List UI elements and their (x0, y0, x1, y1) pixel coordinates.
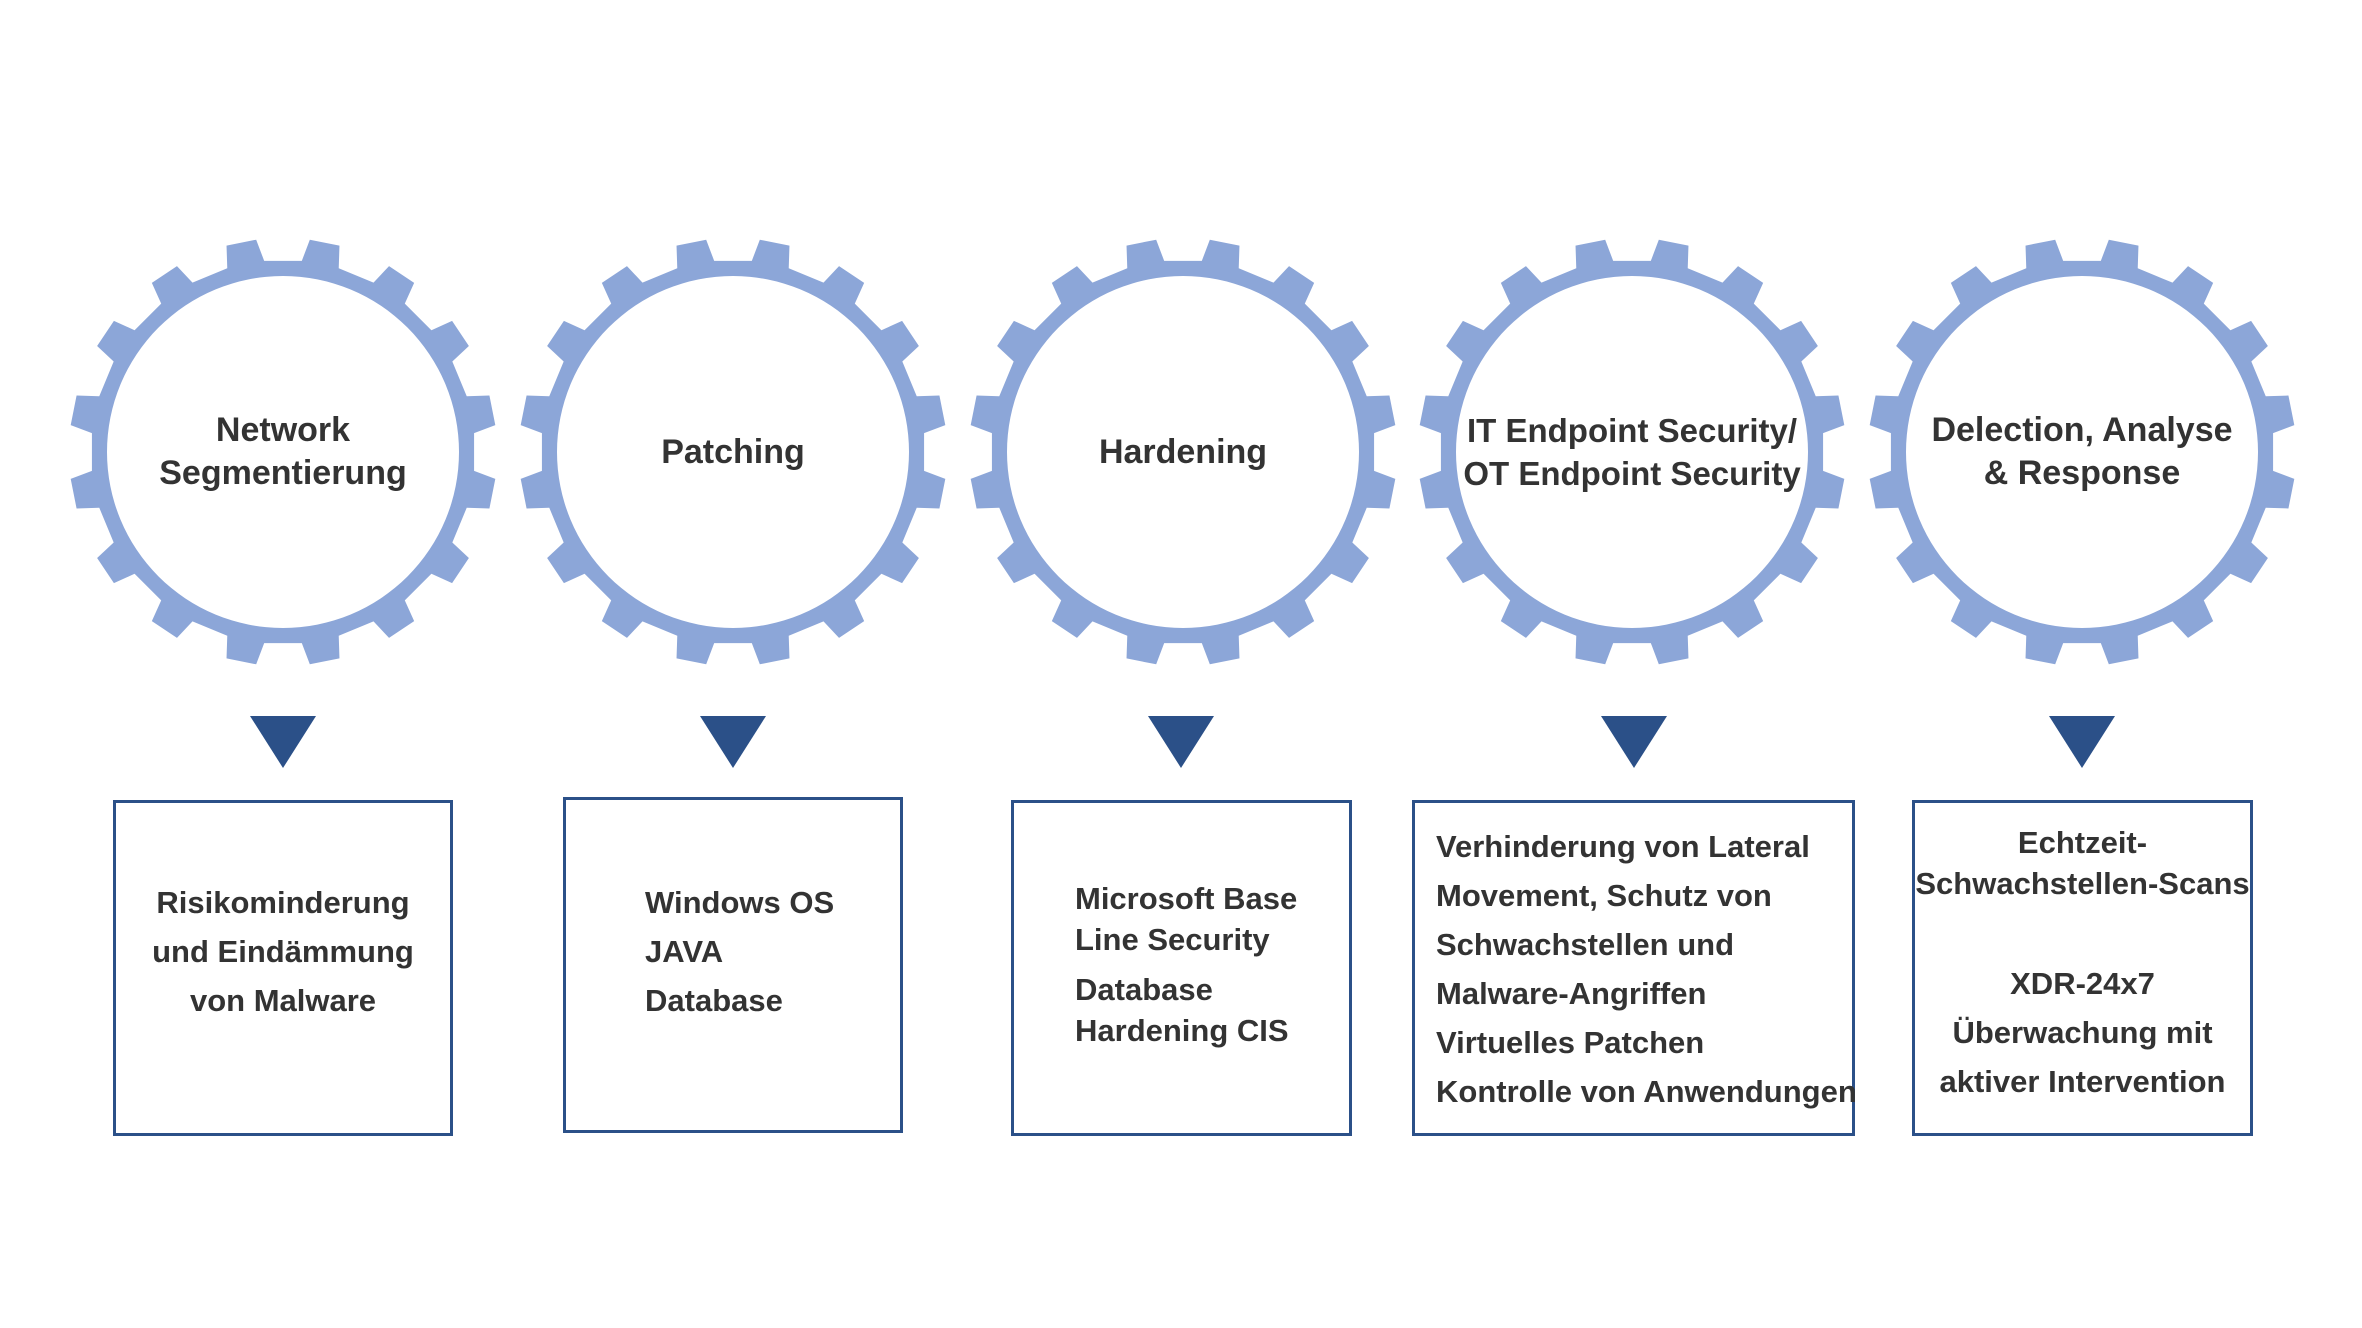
detail-line: Hardening CIS (1075, 1013, 1289, 1048)
gear-detection-response: Delection, Analyse & Response (1862, 232, 2302, 672)
arrow-down-icon (250, 716, 316, 768)
detail-line: Kontrolle von Anwendungen (1436, 1074, 1857, 1109)
detail-box-patching: Windows OS JAVA Database (563, 797, 903, 1133)
detail-line: Virtuelles Patchen (1436, 1025, 1705, 1060)
detail-line: und Eindämmung (152, 934, 414, 969)
detail-line: XDR-24x7 (2010, 966, 2155, 1001)
gear-endpoint-security: IT Endpoint Security/ OT Endpoint Securi… (1412, 232, 1852, 672)
detail-box-network-segmentierung: Risikominderung und Eindämmung von Malwa… (113, 800, 453, 1136)
detail-box-detection-response: Echtzeit- Schwachstellen-Scans XDR-24x7 … (1912, 800, 2253, 1136)
gear-title: Delection, Analyse & Response (1931, 322, 2233, 582)
detail-line: Database (1075, 972, 1213, 1007)
detail-line: von Malware (189, 983, 377, 1018)
gear-title-line: Network (215, 411, 351, 449)
gear-title-line: OT Endpoint Security (1463, 455, 1801, 492)
gear-patching: Patching (513, 232, 953, 672)
gear-title: Patching (583, 322, 883, 582)
arrow-down-icon (2049, 716, 2115, 768)
detail-line: JAVA (645, 934, 724, 969)
detail-box-endpoint-security: Verhinderung von Lateral Movement, Schut… (1412, 800, 1857, 1136)
gear-hardening: Hardening (963, 232, 1403, 672)
gear-title: Network Segmentierung (133, 322, 433, 582)
gear-title: IT Endpoint Security/ OT Endpoint Securi… (1463, 322, 1800, 582)
gear-title-line: & Response (1983, 454, 2181, 492)
detail-line: Risikominderung (156, 885, 410, 920)
gear-network-segmentierung: Network Segmentierung (63, 232, 503, 672)
detail-box-hardening: Microsoft Base Line Security Database Ha… (1011, 800, 1352, 1136)
gear-title-line: IT Endpoint Security/ (1466, 412, 1798, 449)
detail-line: aktiver Intervention (1939, 1064, 2226, 1099)
detail-line: Schwachstellen-Scans (1915, 866, 2250, 901)
arrow-down-icon (1148, 716, 1214, 768)
gear-title-line: Patching (661, 432, 805, 471)
detail-line: Schwachstellen und (1436, 927, 1735, 962)
detail-line: Echtzeit- (2017, 825, 2148, 860)
gear-title-line: Delection, Analyse (1931, 411, 2233, 449)
detail-line: Malware-Angriffen (1436, 976, 1707, 1011)
detail-line: Microsoft Base (1075, 881, 1298, 916)
detail-line: Verhinderung von Lateral (1436, 829, 1810, 864)
detail-line: Überwachung mit (1952, 1015, 2213, 1050)
arrow-down-icon (1601, 716, 1667, 768)
gear-title-line: Hardening (1098, 432, 1268, 471)
gear-title: Hardening (1033, 322, 1333, 582)
detail-line: Windows OS (645, 885, 835, 920)
detail-line: Database (645, 983, 783, 1018)
gear-title-line: Segmentierung (159, 454, 407, 492)
detail-line: Line Security (1075, 922, 1270, 957)
detail-line: Movement, Schutz von (1436, 878, 1772, 913)
arrow-down-icon (700, 716, 766, 768)
